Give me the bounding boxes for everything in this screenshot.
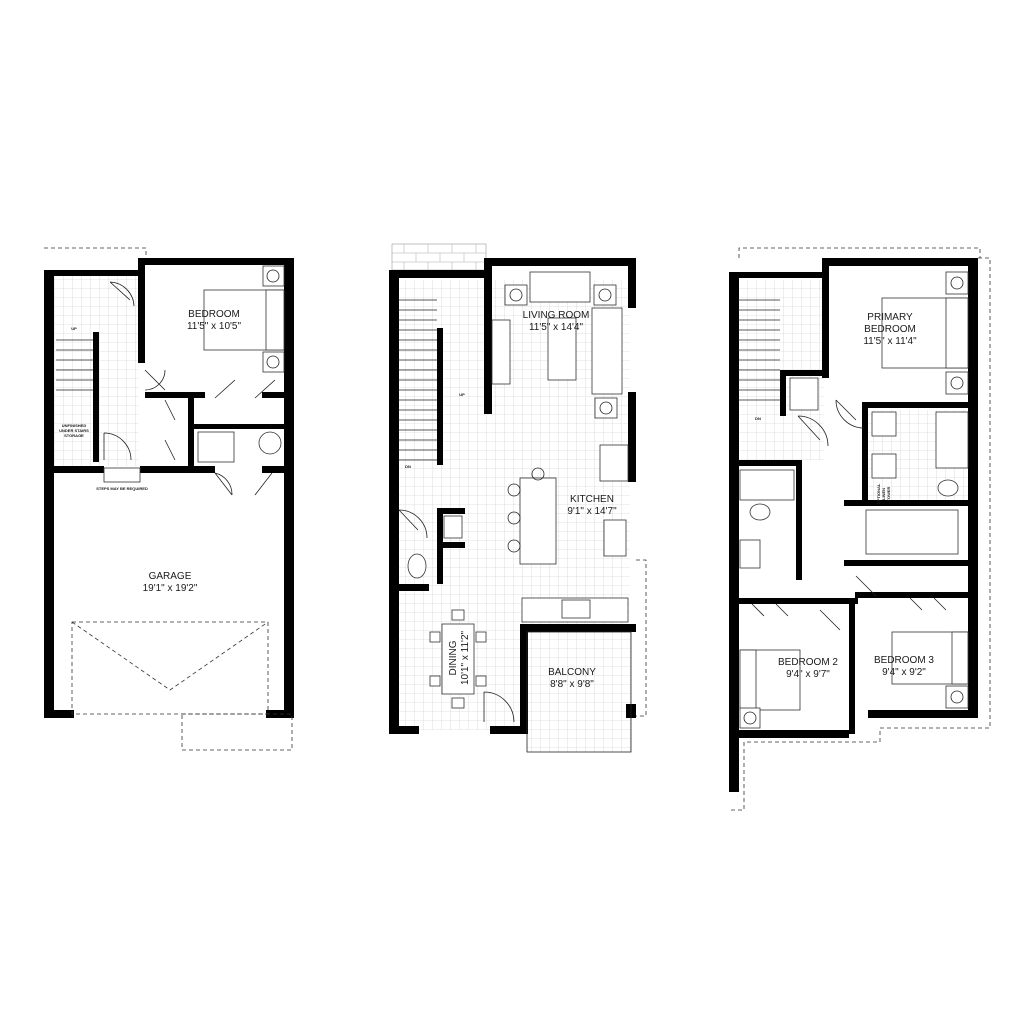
balcony-name: BALCONY [548,667,596,678]
bedroom3-name: BEDROOM 3 [874,655,934,666]
kitchen-size: 9'1" x 14'7" [567,506,617,517]
balcony-size: 8'8" x 9'8" [550,679,594,690]
main-stair-dn: DN [405,464,411,469]
storage-line2: UNDER STAIRS [59,428,89,433]
main-stair-up: UP [459,392,465,397]
main-floor-plan: LIVING ROOM 11'5" x 14'4" KITCHEN 9'1" x… [389,243,647,753]
upper-stair-dn: DN [755,416,761,421]
primary-bedroom-size: 11'5" x 11'4" [863,336,917,347]
lower-stair-mark: UP [71,326,77,331]
lower-bedroom-name: BEDROOM [188,309,240,320]
lower-floor-plan: BEDROOM 11'5" x 10'5" GARAGE 19'1" x 19'… [44,247,294,751]
upper-floor-plan: PRIMARY BEDROOM 11'5" x 11'4" BEDROOM 2 … [729,247,991,811]
storage-line1: UNFINISHED [62,423,87,428]
dining-name: DINING [448,640,459,675]
garage-name: GARAGE [149,571,192,582]
primary-bedroom-line1: PRIMARY [867,312,913,323]
bedroom2-name: BEDROOM 2 [778,657,838,668]
living-room-size: 11'5" x 14'4" [529,322,584,333]
steps-note: STEPS MAY BE REQUIRED [96,486,148,491]
linen-line3: TOWER [886,486,891,501]
lower-bedroom-size: 11'5" x 10'5" [187,321,242,332]
storage-line3: STORAGE [64,433,84,438]
kitchen-name: KITCHEN [570,494,614,505]
living-room-name: LIVING ROOM [523,310,590,321]
dining-size: 10'1" x 11'2" [460,631,471,686]
primary-bedroom-line2: BEDROOM [864,324,916,335]
bedroom2-size: 9'4" x 9'7" [786,669,830,680]
bedroom3-size: 9'4" x 9'2" [882,667,926,678]
linen-line2: LINEN [881,488,886,500]
garage-size: 19'1" x 19'2" [143,583,198,594]
linen-line1: OPTIONAL [876,483,881,504]
